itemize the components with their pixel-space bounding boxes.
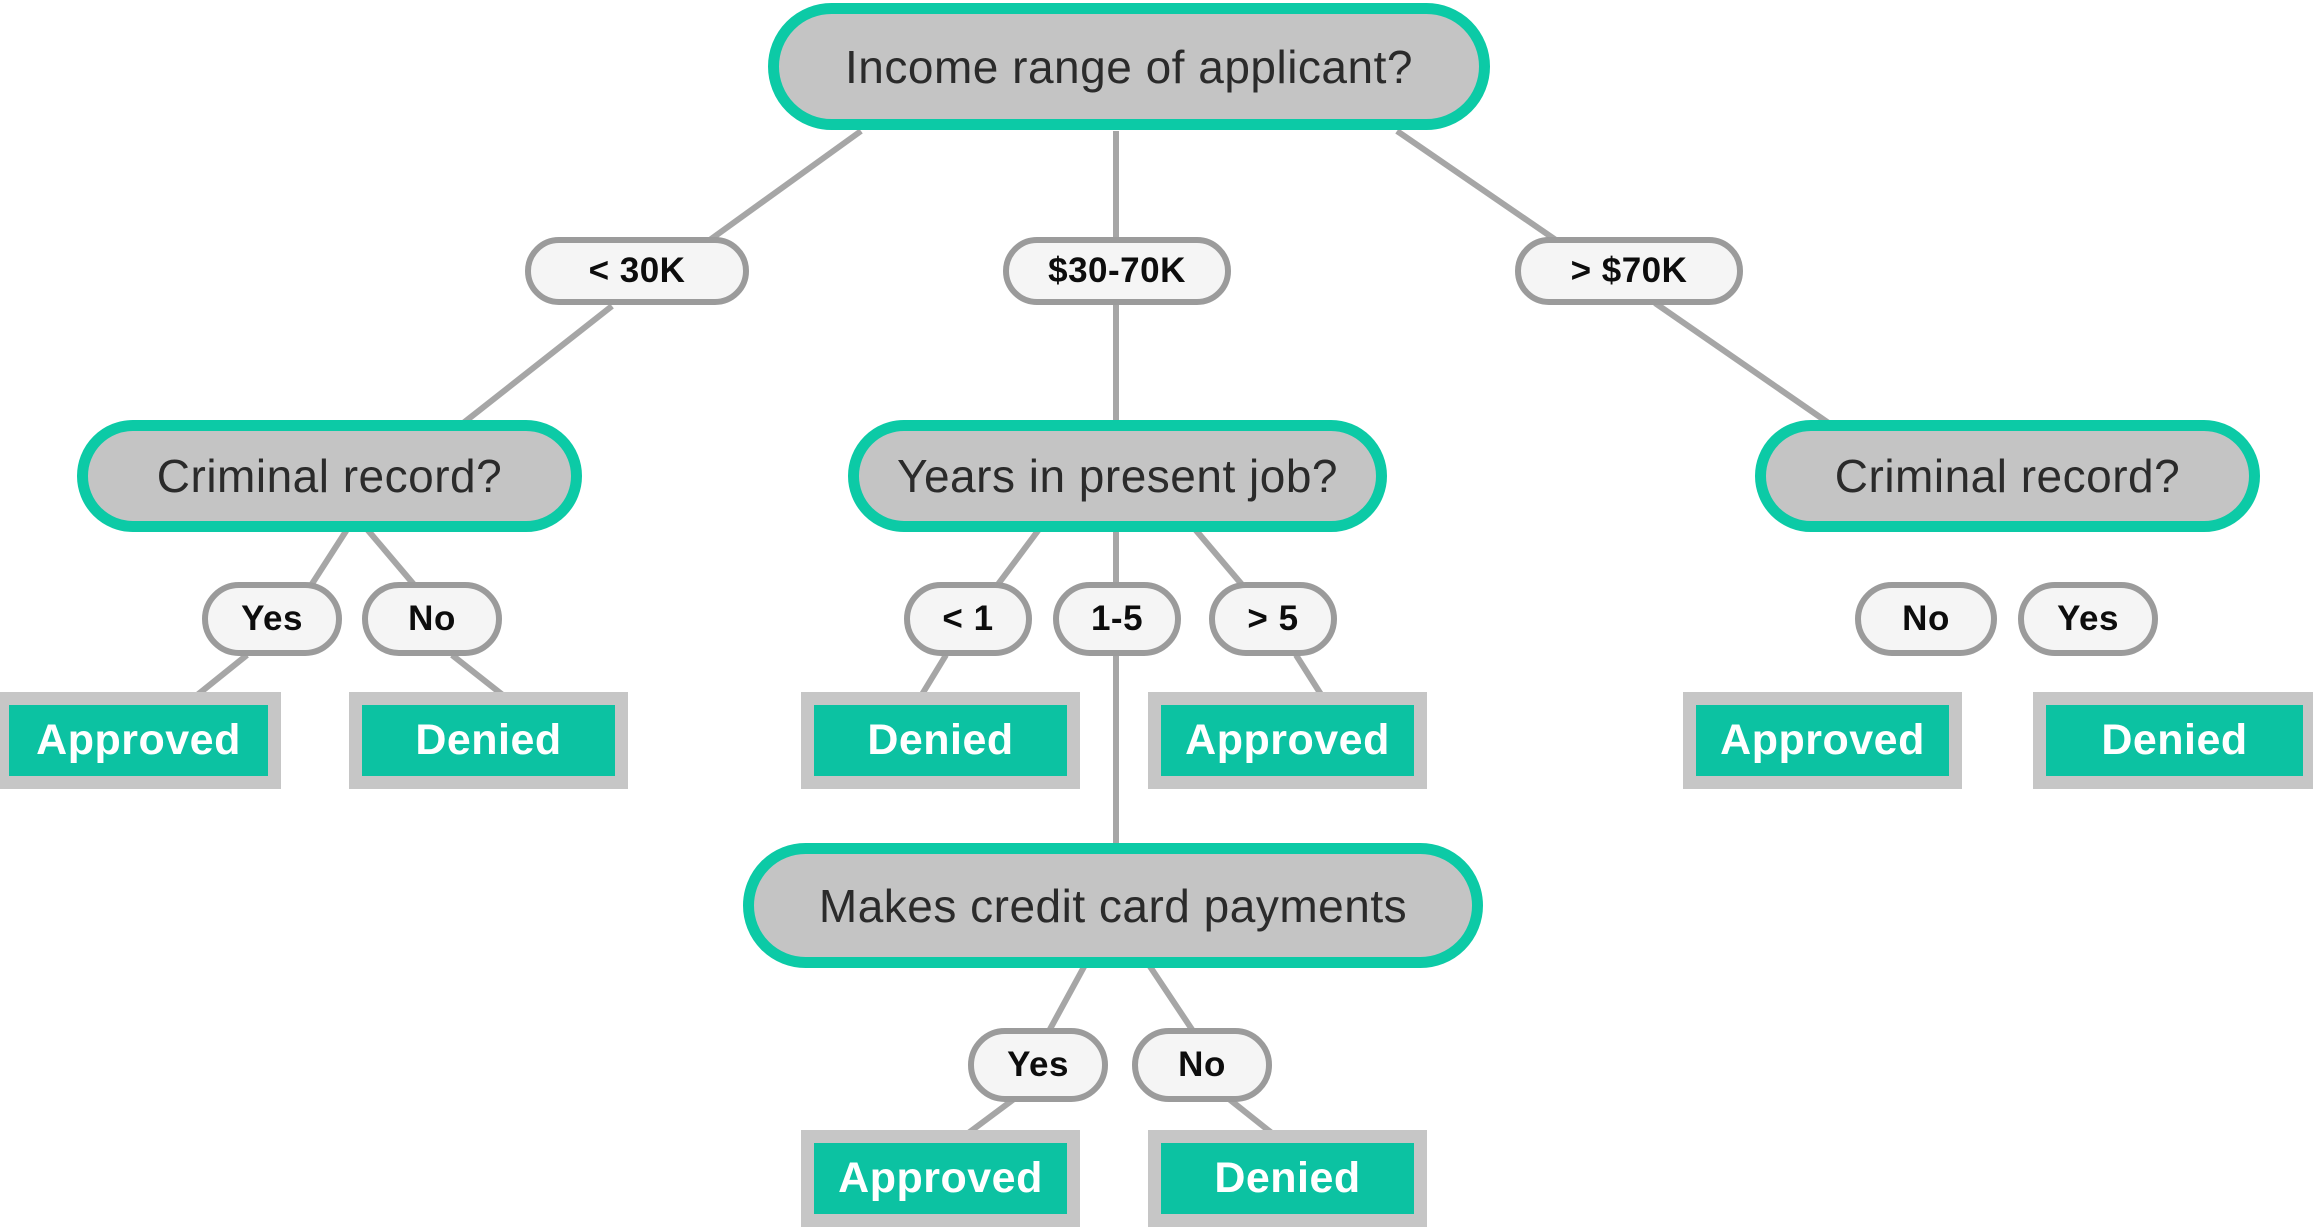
edge-branch-gt-5--leaf-approved-middle xyxy=(1293,653,1325,698)
edge-branch-yes-left--leaf-approved-far-left xyxy=(194,652,249,699)
branch-no-left: No xyxy=(362,582,502,656)
edge-decision-years-present-job--branch-gt-5 xyxy=(1191,526,1247,589)
branch-gt-5-label: > 5 xyxy=(1247,599,1299,638)
leaf-denied-bottom: Denied xyxy=(1148,1130,1427,1227)
decision-credit-card-payments: Makes credit card payments xyxy=(743,843,1483,968)
branch-no-left-label: No xyxy=(408,599,456,638)
leaf-denied-bottom-label: Denied xyxy=(1214,1154,1361,1202)
decision-criminal-record-left: Criminal record? xyxy=(77,420,582,532)
leaf-denied-middle: Denied xyxy=(801,692,1080,789)
branch-yes-left: Yes xyxy=(202,582,342,656)
leaf-approved-right: Approved xyxy=(1683,692,1962,789)
decision-criminal-record-right-label: Criminal record? xyxy=(1834,450,2181,502)
leaf-denied-left-label: Denied xyxy=(415,716,562,764)
edge-decision-credit-card-payments--branch-yes-bottom xyxy=(1046,963,1088,1033)
decision-income-range: Income range of applicant? xyxy=(768,3,1490,130)
edge-decision-credit-card-payments--branch-no-bottom xyxy=(1146,963,1196,1033)
branch-no-right-label: No xyxy=(1902,599,1950,638)
decision-years-present-job: Years in present job? xyxy=(848,420,1387,532)
decision-criminal-record-right: Criminal record? xyxy=(1755,420,2260,532)
branch-30-70k: $30-70K xyxy=(1003,237,1231,305)
branch-yes-right-label: Yes xyxy=(2057,599,2119,638)
leaf-approved-far-left-label: Approved xyxy=(36,716,241,764)
edge-branch-yes-bottom--leaf-approved-bottom xyxy=(965,1096,1016,1137)
decision-criminal-record-left-label: Criminal record? xyxy=(156,450,503,502)
branch-gt-5: > 5 xyxy=(1209,582,1337,656)
branch-lt-1-label: < 1 xyxy=(942,599,994,638)
branch-yes-left-label: Yes xyxy=(241,599,303,638)
leaf-denied-middle-label: Denied xyxy=(867,716,1014,764)
branch-no-bottom-label: No xyxy=(1178,1045,1226,1084)
leaf-denied-left: Denied xyxy=(349,692,628,789)
edge-branch-no-bottom--leaf-denied-bottom xyxy=(1227,1096,1275,1137)
leaf-approved-middle-label: Approved xyxy=(1185,716,1390,764)
branch-lt-30k: < 30K xyxy=(525,237,749,305)
edge-decision-income-range--branch-gt-70k xyxy=(1395,128,1568,250)
branch-30-70k-label: $30-70K xyxy=(1048,251,1186,290)
edge-branch-gt-70k--decision-criminal-record-right xyxy=(1653,300,1832,427)
branch-yes-bottom: Yes xyxy=(968,1028,1108,1102)
edge-branch-no-left--leaf-denied-left xyxy=(450,652,506,699)
edge-branch-lt-1--leaf-denied-middle xyxy=(918,653,949,698)
leaf-approved-bottom-label: Approved xyxy=(838,1154,1043,1202)
branch-yes-bottom-label: Yes xyxy=(1007,1045,1069,1084)
branch-gt-70k: > $70K xyxy=(1515,237,1743,305)
leaf-approved-right-label: Approved xyxy=(1720,716,1925,764)
branch-lt-1: < 1 xyxy=(904,582,1032,656)
branch-gt-70k-label: > $70K xyxy=(1570,251,1688,290)
leaf-approved-far-left: Approved xyxy=(0,692,281,789)
leaf-approved-bottom: Approved xyxy=(801,1130,1080,1227)
branch-no-right: No xyxy=(1855,582,1997,656)
edge-branch-lt-30k--decision-criminal-record-left xyxy=(460,303,614,427)
edge-decision-income-range--branch-lt-30k xyxy=(698,128,863,250)
decision-income-range-label: Income range of applicant? xyxy=(845,40,1413,93)
edge-decision-criminal-record-left--branch-no-left xyxy=(363,526,419,589)
branch-1-5-label: 1-5 xyxy=(1090,599,1144,638)
edge-decision-criminal-record-left--branch-yes-left xyxy=(307,526,351,589)
leaf-approved-middle: Approved xyxy=(1148,692,1427,789)
branch-yes-right: Yes xyxy=(2018,582,2158,656)
branch-no-bottom: No xyxy=(1132,1028,1272,1102)
decision-years-present-job-label: Years in present job? xyxy=(897,450,1338,502)
leaf-denied-far-right-label: Denied xyxy=(2101,716,2248,764)
decision-credit-card-payments-label: Makes credit card payments xyxy=(818,879,1408,932)
leaf-denied-far-right: Denied xyxy=(2033,692,2313,789)
branch-1-5: 1-5 xyxy=(1053,582,1181,656)
edge-decision-years-present-job--branch-lt-1 xyxy=(993,526,1043,589)
branch-lt-30k-label: < 30K xyxy=(588,251,686,290)
